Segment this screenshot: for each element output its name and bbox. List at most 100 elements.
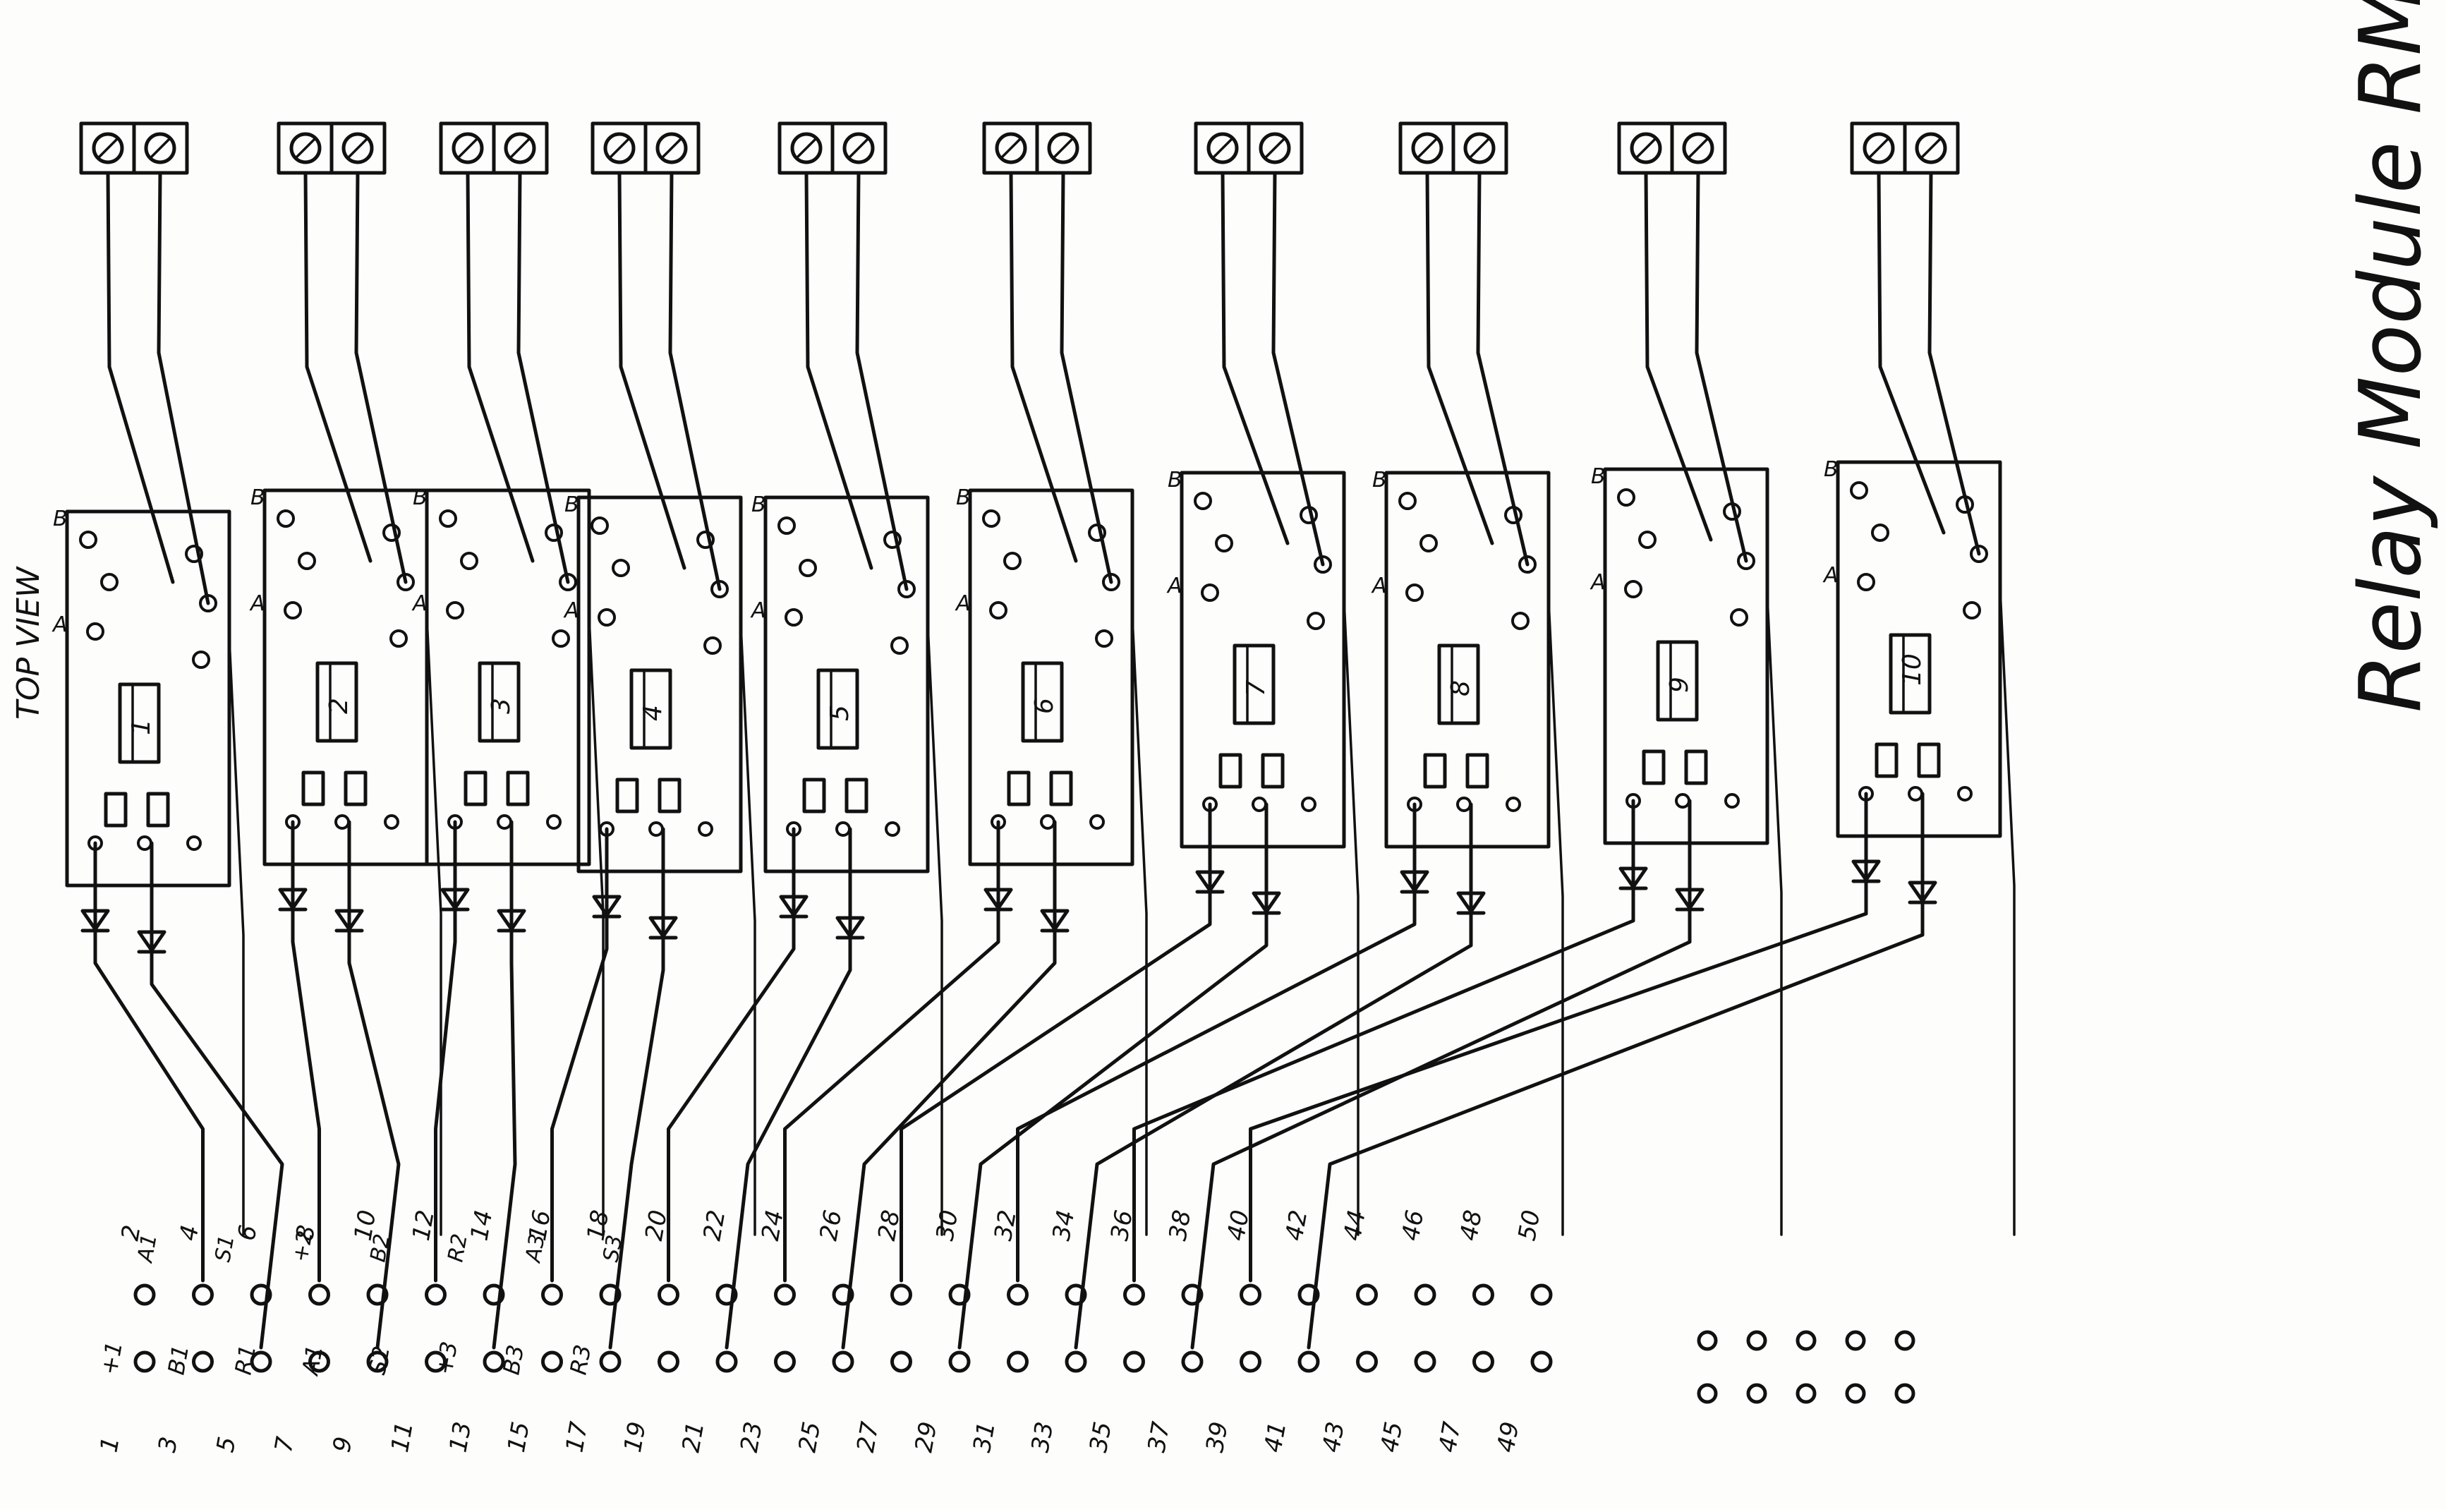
header-pin [774,1283,796,1306]
header-pin [948,1283,971,1306]
resistor [1465,753,1489,789]
relay-pin-label: B [1168,468,1182,492]
header-pin [1123,1350,1145,1373]
trace-contact-a [1221,171,1290,545]
pin-label-even: 20 [640,1208,673,1243]
trace-contact-b [1695,171,1748,563]
resistor [1423,753,1447,789]
trace-common [347,820,401,1350]
pin-label-even: 22 [698,1208,731,1243]
pin-label-even: 4 [174,1223,205,1242]
header-pin [1007,1283,1029,1306]
screw-slot [348,138,368,158]
relay-pin-label: B [53,507,68,531]
diode-symbol [983,888,1013,910]
unused-pin [1697,1330,1718,1351]
relay-coil-pad [384,814,399,830]
unused-pin [1697,1383,1718,1404]
trace-contact-b [855,171,909,591]
header-pin [890,1350,912,1373]
pin-label-even: 30 [931,1208,964,1243]
relay-coil [118,682,161,764]
diode-symbol [1675,888,1705,910]
screw-slot [150,138,170,158]
screw-terminal [603,132,636,164]
relay-coil-pad [497,814,512,830]
trace-contact-return [1131,616,1148,1236]
header-pin [192,1350,214,1373]
relay-pin-label: A [52,612,68,637]
screw-slot [458,138,478,158]
header-pin [948,1350,971,1373]
relay-pad [799,559,817,577]
view-label: TOP VIEW [11,566,47,720]
header-pin [133,1350,156,1373]
header-pin [1065,1283,1087,1306]
relay-pin-label: A [955,591,971,616]
relay-outline [763,495,930,873]
pin-label-even: 18 [581,1208,614,1243]
signal-label: +3 [430,1339,463,1377]
trace-coil [1249,792,1868,1283]
relay-pin-label: A [1166,574,1182,598]
relay-coil-pad [1456,797,1472,812]
header-pin [832,1283,854,1306]
resistor [1684,749,1708,785]
relay-coil [629,668,672,750]
screw-terminal [1047,132,1079,164]
relay-pad [277,509,295,528]
unused-pin [1845,1383,1866,1404]
relay-outline [1836,460,2002,838]
resistor [146,792,170,828]
relay-pad [1730,608,1748,627]
trace-contact-return [926,623,943,1236]
relay-pin-label: A [1590,570,1606,595]
signal-label: A1 [133,1232,162,1265]
header-pin [366,1283,389,1306]
relay-pad [389,629,408,648]
relay-coil-pad [186,835,202,851]
resistor [506,770,530,806]
relay-pin-label: B [1372,468,1387,492]
relay-pad [1398,492,1417,510]
relay-pad [460,552,478,570]
trace-contact-return [1766,595,1783,1236]
screw-slot [1001,138,1021,158]
relay-coil-pad [698,821,713,837]
relay-pad [785,608,803,627]
trace-coil [291,820,321,1283]
header-pin [250,1350,272,1373]
relay-pad [777,516,796,535]
relay-coil-pad [835,821,851,837]
signal-label: S3 [598,1233,627,1264]
trace-coil [550,827,609,1283]
screw-slot [1921,138,1941,158]
diode-symbol [1040,909,1070,931]
pin-label-even: 24 [756,1208,789,1243]
header-pin [308,1283,330,1306]
screw-terminal [1411,132,1443,164]
header-pin [1181,1350,1204,1373]
relay-pad [1511,612,1530,630]
relay-pin-label: A [1371,574,1387,598]
trace-contact-return [588,616,605,1236]
header-pin [599,1350,622,1373]
trace-contact-b [1060,171,1113,584]
screw-slot [610,138,629,158]
relay-number: 6 [1030,698,1059,714]
relay-pad [1307,612,1325,630]
relay-outline [1603,467,1769,845]
screw-slot [98,138,118,158]
screw-terminal [452,132,484,164]
trace-coil [1016,802,1417,1283]
header-pin [483,1350,505,1373]
relay-pin-label: B [751,492,766,517]
relay-coil [1021,661,1064,743]
signal-label: A3 [521,1232,550,1265]
relay-pad [612,559,630,577]
relay-coil-pad [1089,814,1105,830]
relay-pad [1201,583,1219,602]
relay-coil-pad [546,814,562,830]
header-pin [1414,1283,1436,1306]
pin-label-even: 38 [1163,1208,1197,1243]
